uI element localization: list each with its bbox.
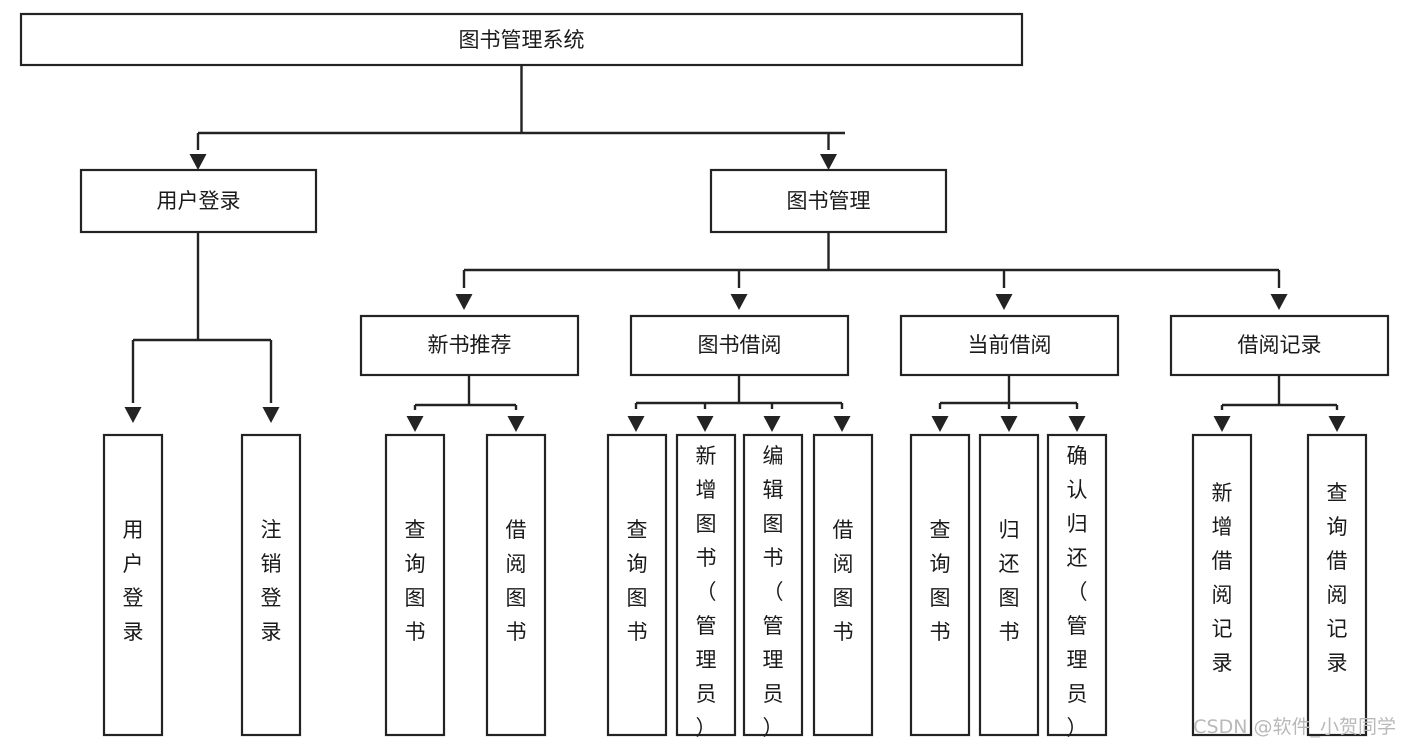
arrow-to-book-manage	[820, 154, 837, 170]
leaf-box[interactable]	[102, 433, 164, 737]
arrow-to-current-borrow	[995, 294, 1013, 310]
new-book-recommend-box[interactable]	[359, 314, 580, 377]
arrow-leaf-user-login-0	[124, 407, 142, 423]
user-login-box[interactable]	[79, 168, 318, 234]
leaf-node-book-borrow-2[interactable]: 编辑图书（管理员）	[742, 433, 804, 740]
leaf-node-borrow-records-0[interactable]: 新增借阅记录	[1191, 433, 1253, 737]
new-book-recommend-label: 新书推荐	[428, 333, 512, 357]
leaf-box[interactable]	[485, 433, 547, 737]
leaf-node-book-borrow-1[interactable]: 新增图书（管理员）	[675, 433, 737, 740]
book-manage-box[interactable]	[709, 168, 948, 234]
arrow-leaf-book-borrow-3	[833, 416, 851, 432]
user-login-label: 用户登录	[157, 189, 241, 213]
borrow-records-box[interactable]	[1169, 314, 1390, 377]
current-borrow-box[interactable]	[899, 314, 1120, 377]
leaf-layer: 用户登录 注销登录 查询图书 借阅图书 查询图书 新增图书	[102, 433, 1368, 740]
csdn-watermark: CSDN @软件_小贺同学	[1193, 716, 1396, 738]
node-book-manage[interactable]: 图书管理	[709, 168, 948, 234]
leaf-label: 确认归还（管理员）	[1067, 444, 1088, 740]
leaf-node-user-login-0[interactable]: 用户登录	[102, 433, 164, 737]
leaf-label: 查询借阅记录	[1327, 481, 1348, 675]
leaf-node-current-borrow-1[interactable]: 归还图书	[978, 433, 1040, 737]
arrow-to-new-book	[455, 294, 473, 310]
leaf-label: 注销登录	[261, 518, 282, 644]
leaf-box[interactable]	[909, 433, 971, 737]
leaf-box[interactable]	[1306, 433, 1368, 737]
connector-layer	[124, 65, 1346, 432]
leaf-label: 查询图书	[627, 518, 648, 644]
node-user-login[interactable]: 用户登录	[79, 168, 318, 234]
leaf-box[interactable]	[1046, 433, 1108, 737]
arrow-leaf-book-borrow-0	[627, 416, 645, 432]
leaf-box[interactable]	[978, 433, 1040, 737]
leaf-label: 借阅图书	[506, 518, 527, 644]
arrow-leaf-current-borrow-2	[1068, 416, 1086, 432]
leaf-label: 用户登录	[123, 518, 144, 644]
leaf-node-new-book-1[interactable]: 借阅图书	[485, 433, 547, 737]
root-label: 图书管理系统	[459, 28, 585, 52]
node-book-borrow[interactable]: 图书借阅	[629, 314, 850, 377]
leaf-box[interactable]	[384, 433, 446, 737]
arrow-leaf-book-borrow-2	[763, 416, 781, 432]
leaf-label: 借阅图书	[833, 518, 854, 644]
node-root-system[interactable]: 图书管理系统	[19, 12, 1024, 67]
leaf-box[interactable]	[675, 433, 737, 737]
node-new-book-recommend[interactable]: 新书推荐	[359, 314, 580, 377]
leaf-label: 查询图书	[930, 518, 951, 644]
arrow-to-book-borrow	[730, 294, 748, 310]
leaf-box[interactable]	[240, 433, 302, 737]
leaf-label: 新增图书（管理员）	[696, 444, 717, 740]
book-manage-label: 图书管理	[787, 189, 871, 213]
leaf-label: 归还图书	[999, 518, 1020, 644]
node-current-borrow[interactable]: 当前借阅	[899, 314, 1120, 377]
arrow-leaf-current-borrow-0	[931, 416, 949, 432]
arrow-leaf-new-book-0	[406, 416, 424, 432]
arrow-leaf-new-book-1	[507, 416, 525, 432]
book-borrow-box[interactable]	[629, 314, 850, 377]
book-borrow-label: 图书借阅	[698, 333, 782, 357]
leaf-box[interactable]	[1191, 433, 1253, 737]
leaf-node-current-borrow-0[interactable]: 查询图书	[909, 433, 971, 737]
node-borrow-records[interactable]: 借阅记录	[1169, 314, 1390, 377]
leaf-node-user-login-1[interactable]: 注销登录	[240, 433, 302, 737]
leaf-node-current-borrow-2[interactable]: 确认归还（管理员）	[1046, 433, 1108, 740]
current-borrow-label: 当前借阅	[968, 333, 1052, 357]
arrow-to-user-login	[189, 154, 207, 170]
arrow-leaf-book-borrow-1	[696, 416, 714, 432]
root-box[interactable]	[19, 12, 1024, 67]
leaf-node-book-borrow-0[interactable]: 查询图书	[606, 433, 668, 737]
leaf-node-borrow-records-1[interactable]: 查询借阅记录	[1306, 433, 1368, 737]
leaf-node-new-book-0[interactable]: 查询图书	[384, 433, 446, 737]
leaf-box[interactable]	[742, 433, 804, 737]
leaf-label: 新增借阅记录	[1212, 481, 1233, 675]
arrow-leaf-current-borrow-1	[1000, 416, 1018, 432]
leaf-label: 编辑图书（管理员）	[763, 444, 784, 740]
leaf-box[interactable]	[606, 433, 668, 737]
arrow-leaf-user-login-1	[262, 407, 280, 423]
leaf-box[interactable]	[812, 433, 874, 737]
arrow-to-borrow-records	[1270, 294, 1288, 310]
arrow-leaf-borrow-records-1	[1328, 416, 1346, 432]
leaf-label: 查询图书	[405, 518, 426, 644]
borrow-records-label: 借阅记录	[1238, 333, 1322, 357]
arrow-leaf-borrow-records-0	[1213, 416, 1231, 432]
leaf-node-book-borrow-3[interactable]: 借阅图书	[812, 433, 874, 737]
